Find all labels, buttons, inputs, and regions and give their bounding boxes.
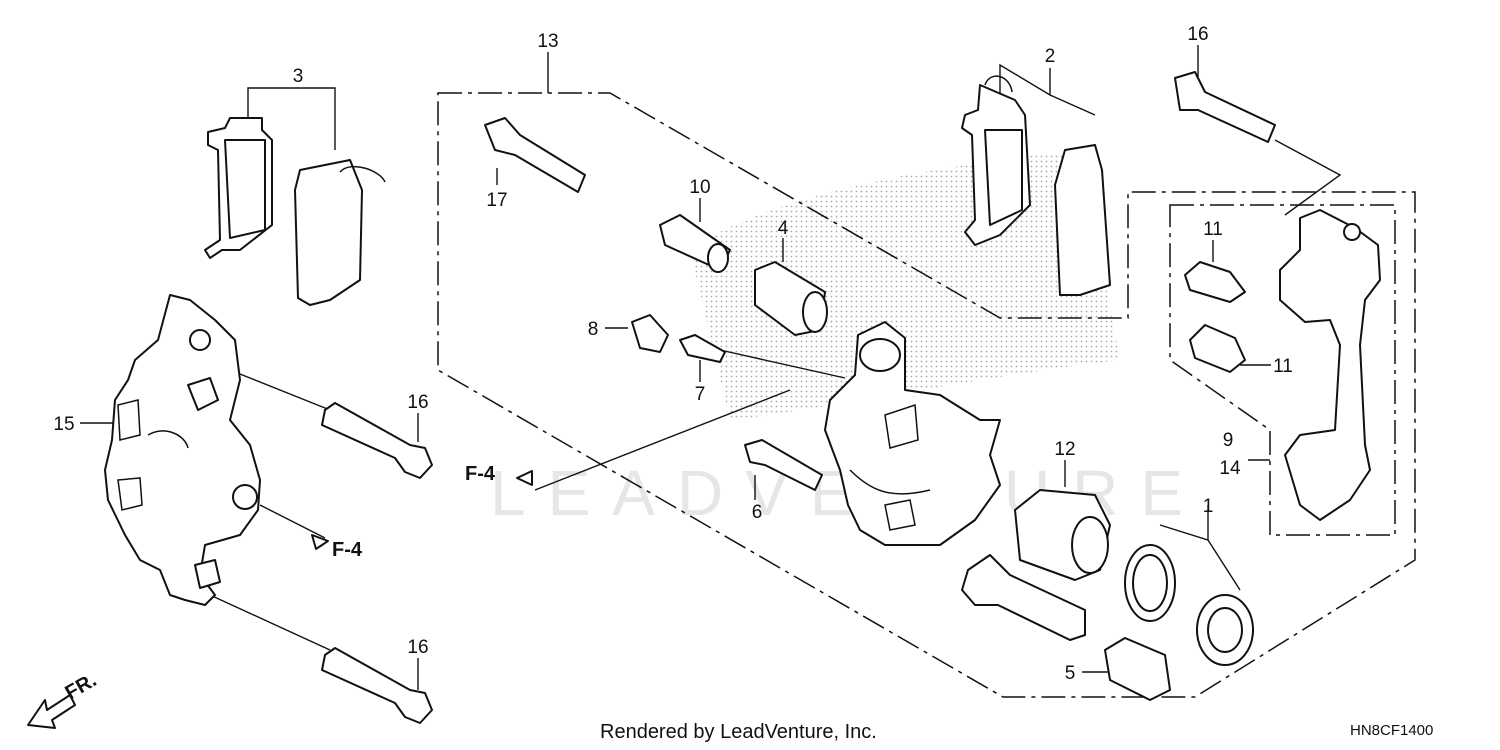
reference-f4-left[interactable]: F-4 [332, 539, 363, 561]
part-caliper-bracket-9-14[interactable] [1279, 209, 1381, 521]
footer-credit: Rendered by LeadVenture, Inc. [600, 721, 877, 743]
callout-6[interactable]: 6 [752, 502, 763, 523]
part-pin-bolt[interactable] [961, 554, 1086, 641]
callout-15[interactable]: 15 [53, 414, 74, 435]
part-bolt-6[interactable] [744, 439, 823, 491]
callout-12[interactable]: 12 [1054, 439, 1075, 460]
part-bolt-16-top[interactable] [1174, 71, 1276, 143]
callout-2[interactable]: 2 [1045, 46, 1056, 67]
callout-14[interactable]: 14 [1219, 458, 1241, 479]
part-boot-4[interactable] [754, 261, 828, 336]
callout-4[interactable]: 4 [778, 218, 789, 239]
part-boot-5[interactable] [1104, 637, 1171, 701]
callout-3[interactable]: 3 [293, 66, 304, 87]
callout-10[interactable]: 10 [689, 177, 710, 198]
part-brake-pad-right[interactable] [961, 75, 1111, 296]
part-brake-pad-left[interactable] [204, 117, 386, 306]
callouts: 1 2 3 4 5 6 7 8 9 14 10 11 11 12 13 15 1… [53, 24, 1292, 684]
callout-16-low[interactable]: 16 [407, 637, 428, 658]
group-outline-9 [1169, 204, 1396, 536]
reference-f4-left-arrow [311, 534, 329, 550]
callout-8[interactable]: 8 [588, 319, 599, 340]
part-piston-12[interactable] [1014, 489, 1111, 581]
diagram-code: HN8CF1400 [1350, 722, 1433, 739]
part-bolt-16-mid[interactable] [321, 402, 433, 479]
part-sleeve-10[interactable] [659, 214, 731, 273]
callout-16-mid[interactable]: 16 [407, 392, 428, 413]
leader-lines [80, 45, 1342, 690]
group-outline-13 [437, 92, 1416, 698]
part-caliper-assembly-15[interactable] [104, 294, 261, 606]
callout-17[interactable]: 17 [486, 190, 507, 211]
part-bleeder-cap-8[interactable] [631, 314, 669, 353]
callout-1[interactable]: 1 [1203, 496, 1214, 517]
callout-7[interactable]: 7 [695, 384, 706, 405]
part-caliper-body-center[interactable] [824, 321, 1001, 546]
reference-f4-center-arrow [516, 470, 533, 486]
callout-13[interactable]: 13 [537, 31, 558, 52]
callout-16-top[interactable]: 16 [1187, 24, 1208, 45]
callout-11-bottom[interactable]: 11 [1273, 356, 1293, 377]
callout-9[interactable]: 9 [1223, 430, 1234, 451]
callout-11-top[interactable]: 11 [1203, 219, 1223, 240]
part-clips-11[interactable] [1184, 261, 1246, 373]
part-seals-1[interactable] [1124, 544, 1254, 666]
part-bolt-16-low[interactable] [321, 647, 433, 724]
reference-f4-center[interactable]: F-4 [465, 463, 496, 485]
part-bleeder-valve-7[interactable] [679, 334, 726, 363]
front-direction-arrow: FR. [27, 669, 100, 729]
part-bolt-17[interactable] [484, 117, 586, 193]
callout-5[interactable]: 5 [1065, 663, 1076, 684]
